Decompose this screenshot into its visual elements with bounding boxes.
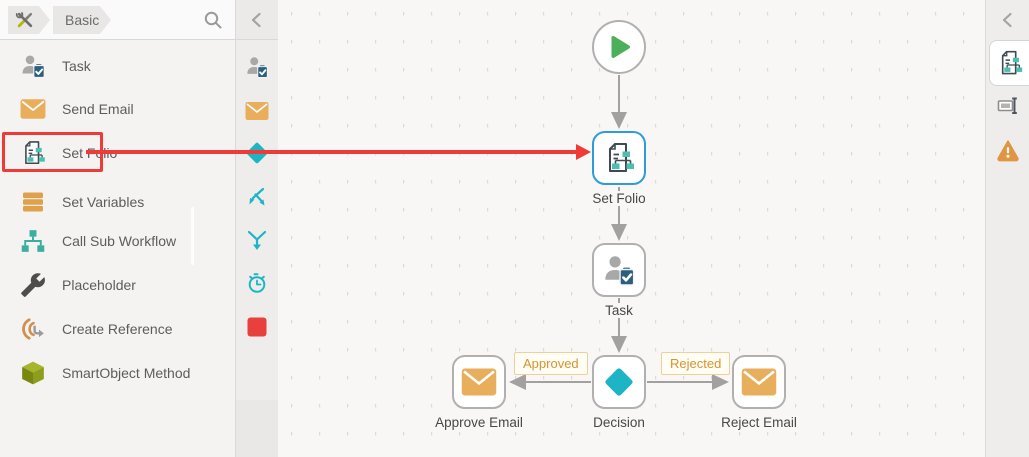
approve-email-node[interactable] — [452, 355, 506, 409]
sidebar-item-create-reference[interactable]: Create Reference — [0, 314, 236, 344]
sidebar-item-label: SmartObject Method — [62, 365, 191, 381]
decision-icon — [603, 366, 635, 398]
strip-email-icon[interactable] — [245, 99, 269, 123]
node-label: Task — [539, 303, 699, 318]
decision-node[interactable] — [592, 355, 646, 409]
start-node[interactable] — [592, 20, 646, 74]
folio-icon — [997, 49, 1023, 77]
sidebar-item-set-variables[interactable]: Set Variables — [0, 187, 236, 217]
strip-merge-icon[interactable] — [245, 228, 269, 252]
strip-decision-icon[interactable] — [245, 141, 269, 165]
folio-icon — [20, 140, 46, 166]
folio-icon — [603, 141, 635, 175]
sidebar-item-task[interactable]: Task — [0, 51, 236, 81]
sidebar-item-send-email[interactable]: Send Email — [0, 94, 236, 124]
sidebar-item-set-folio[interactable]: Set Folio — [0, 138, 236, 168]
sub-workflow-icon — [20, 228, 46, 254]
chevron-left-icon — [245, 8, 269, 32]
node-label: Set Folio — [539, 191, 699, 206]
sidebar-item-label: Set Folio — [62, 145, 118, 161]
panel-tab-folio-selected[interactable] — [989, 40, 1029, 86]
strip-timer-icon[interactable] — [245, 271, 269, 295]
email-icon — [461, 367, 497, 397]
properties-panel — [985, 0, 1029, 457]
task-node[interactable] — [592, 243, 646, 297]
reject-email-node[interactable] — [732, 355, 786, 409]
sidebar-item-label: Call Sub Workflow — [62, 233, 177, 249]
task-icon — [20, 53, 46, 79]
collapse-panel-button[interactable] — [986, 0, 1029, 40]
node-label: Approve Email — [399, 415, 559, 430]
sidebar-header: Basic — [0, 0, 235, 40]
search-icon[interactable] — [201, 8, 225, 32]
sidebar-scrollbar[interactable] — [191, 207, 194, 265]
branch-label-rejected: Rejected — [661, 352, 731, 375]
tools-icon — [15, 10, 35, 30]
email-icon — [741, 367, 777, 397]
sidebar-item-label: Task — [62, 58, 91, 74]
sidebar-item-smartobject-method[interactable]: SmartObject Method — [0, 358, 236, 388]
reference-icon — [20, 316, 46, 342]
play-icon — [604, 32, 634, 62]
chevron-left-icon — [996, 8, 1020, 32]
tool-strip — [236, 0, 278, 457]
node-label: Reject Email — [679, 415, 839, 430]
task-icon — [602, 253, 636, 287]
strip-split-icon[interactable] — [245, 185, 269, 209]
wrench-icon — [20, 272, 46, 298]
strip-task-icon[interactable] — [245, 55, 269, 79]
sidebar-item-label: Set Variables — [62, 194, 145, 210]
branch-label-approved: Approved — [514, 352, 588, 375]
strip-footer — [236, 400, 278, 457]
breadcrumb-label: Basic — [65, 12, 100, 28]
strip-end-icon[interactable] — [245, 315, 269, 339]
node-label: Decision — [539, 415, 699, 430]
steps-sidebar: Basic Task Send Email Se — [0, 0, 236, 457]
sidebar-item-label: Placeholder — [62, 277, 136, 293]
variables-icon — [20, 189, 46, 215]
collapse-sidebar-button[interactable] — [236, 0, 278, 40]
sidebar-item-label: Send Email — [62, 101, 134, 117]
breadcrumb-root[interactable] — [8, 6, 50, 34]
sidebar-item-call-sub-workflow[interactable]: Call Sub Workflow — [0, 226, 236, 256]
design-canvas[interactable]: Set Folio Task Decision Approve Email — [278, 0, 985, 457]
sidebar-item-placeholder[interactable]: Placeholder — [0, 270, 236, 300]
email-icon — [20, 96, 46, 122]
rename-field-icon[interactable] — [996, 94, 1020, 118]
set-folio-node[interactable] — [592, 131, 646, 185]
breadcrumb[interactable]: Basic — [53, 6, 111, 34]
warning-icon[interactable] — [996, 138, 1020, 162]
sidebar-item-label: Create Reference — [62, 321, 173, 337]
smartobject-icon — [20, 360, 46, 386]
